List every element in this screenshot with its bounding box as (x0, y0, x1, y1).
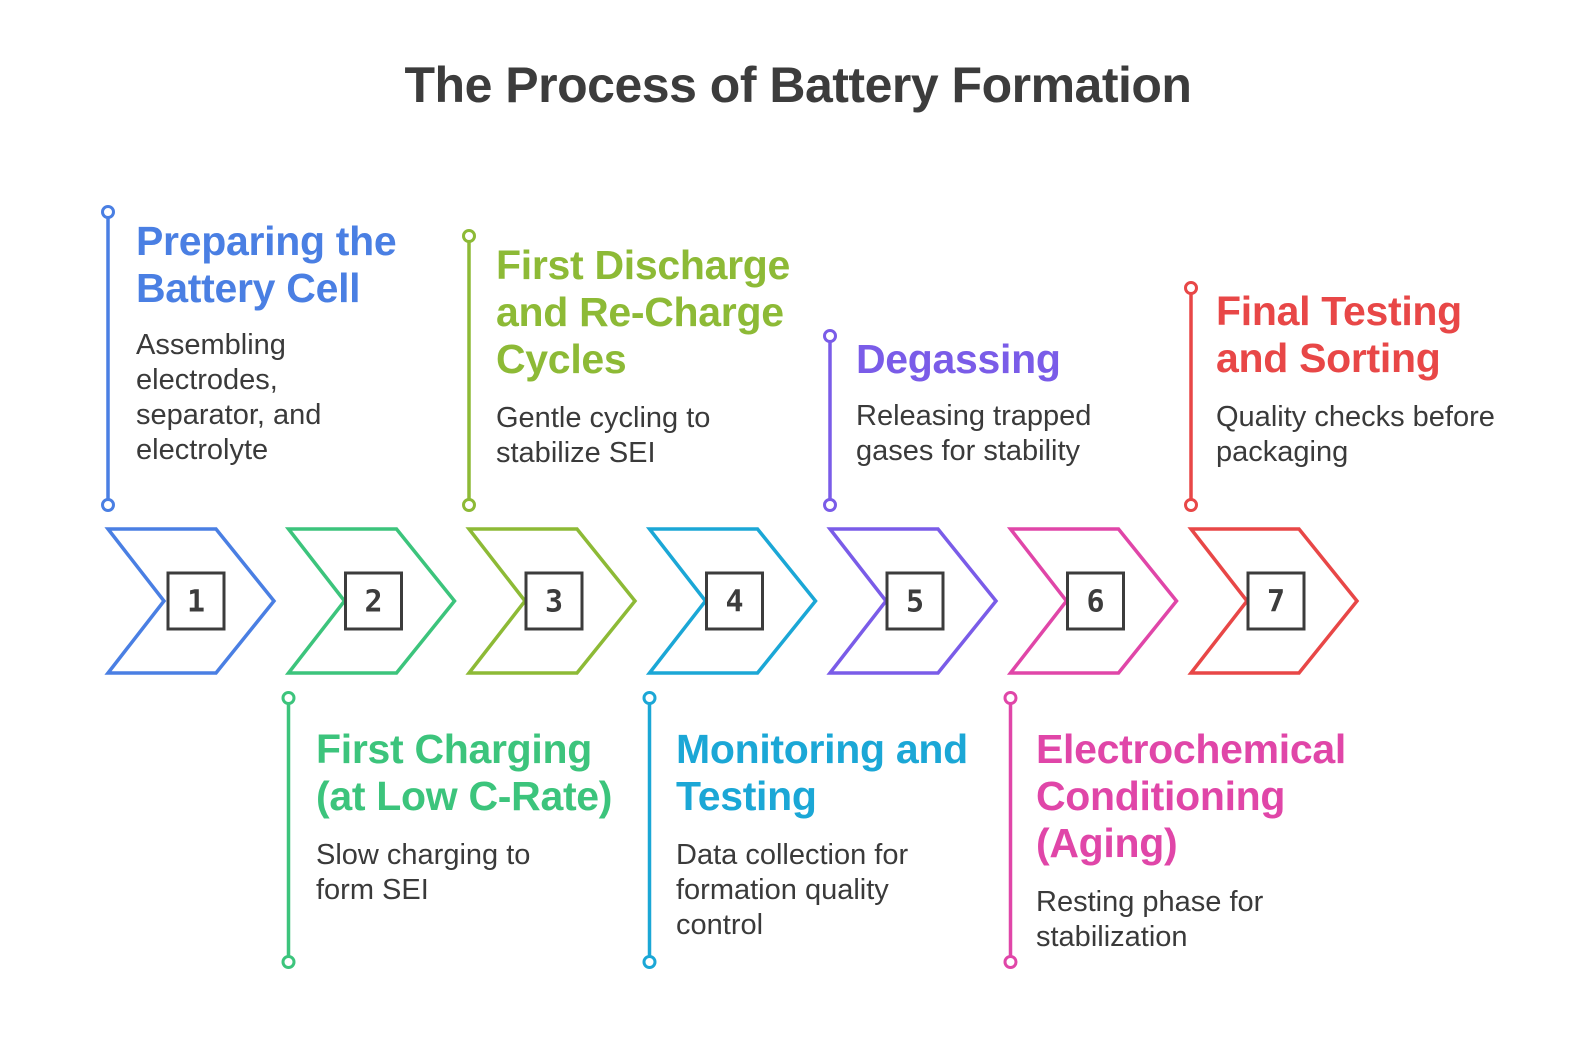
step-4-number-box (705, 571, 764, 631)
step-2-title: First Charging (at Low C-Rate) (316, 726, 613, 819)
step-2-connector-dot-bottom (281, 955, 296, 969)
step-5-title: Degassing (856, 336, 1061, 382)
step-7-description: Quality checks before packaging (1216, 401, 1495, 468)
step-6-number: 6 (1086, 585, 1104, 620)
step-5-text: Degassing Releasing trapped gases for st… (856, 336, 1156, 469)
step-2-connector-dot-top (281, 691, 296, 705)
step-5-number-box (885, 571, 945, 631)
step-1-description: Assembling electrodes, separator, and el… (136, 329, 322, 466)
step-4-text: Monitoring and Testing Data collection f… (676, 726, 996, 943)
step-4-title: Monitoring and Testing (676, 726, 968, 819)
step-4-description: Data collection for formation quality co… (676, 839, 909, 941)
step-6-connector-dot-top (1003, 691, 1018, 705)
step-7-number-box (1246, 571, 1306, 631)
step-5-number: 5 (906, 585, 924, 620)
step-3-connector-dot-top (462, 229, 476, 243)
step-3-number: 3 (545, 585, 563, 620)
step-4-connector-dot-bottom (642, 955, 657, 969)
step-6-title: Electrochemical Conditioning (Aging) (1036, 726, 1346, 866)
step-3-description: Gentle cycling to stabilize SEI (496, 402, 711, 469)
step-1-number-box (166, 571, 226, 631)
step-1-number: 1 (187, 585, 205, 620)
step-7-connector-dot-top (1184, 281, 1198, 295)
step-4-number: 4 (725, 585, 743, 620)
step-2-text: First Charging (at Low C-Rate) Slow char… (316, 726, 616, 908)
step-7-number: 7 (1267, 585, 1285, 620)
step-1-text: Preparing the Battery Cell Assembling el… (136, 218, 436, 468)
step-7-text: Final Testing and Sorting Quality checks… (1216, 288, 1516, 470)
step-1-connector-dot-bottom (101, 498, 115, 512)
step-2-number: 2 (364, 585, 382, 620)
step-3-text: First Discharge and Re-Charge Cycles Gen… (496, 242, 806, 471)
step-7-connector-dot-bottom (1184, 498, 1198, 512)
step-1-connector-dot-top (101, 205, 115, 219)
diagram-title: The Process of Battery Formation (404, 57, 1192, 113)
step-2-number-box (344, 571, 403, 631)
step-3-number-box (524, 571, 584, 631)
step-5-description: Releasing trapped gases for stability (856, 400, 1092, 467)
chevron-step-1 (104, 527, 277, 675)
step-6-connector-dot-bottom (1003, 955, 1018, 969)
step-1-title: Preparing the Battery Cell (136, 218, 397, 311)
step-5-connector-dot-top (823, 329, 837, 343)
step-3-connector-dot-bottom (462, 498, 476, 512)
step-4-connector-dot-top (642, 691, 657, 705)
step-5-connector-dot-bottom (823, 498, 837, 512)
step-3-title: First Discharge and Re-Charge Cycles (496, 242, 790, 382)
step-6-text: Electrochemical Conditioning (Aging) Res… (1036, 726, 1386, 955)
step-6-description: Resting phase for stabilization (1036, 886, 1264, 953)
step-2-description: Slow charging to form SEI (316, 839, 531, 906)
step-7-title: Final Testing and Sorting (1216, 288, 1462, 381)
step-6-number-box (1066, 571, 1125, 631)
